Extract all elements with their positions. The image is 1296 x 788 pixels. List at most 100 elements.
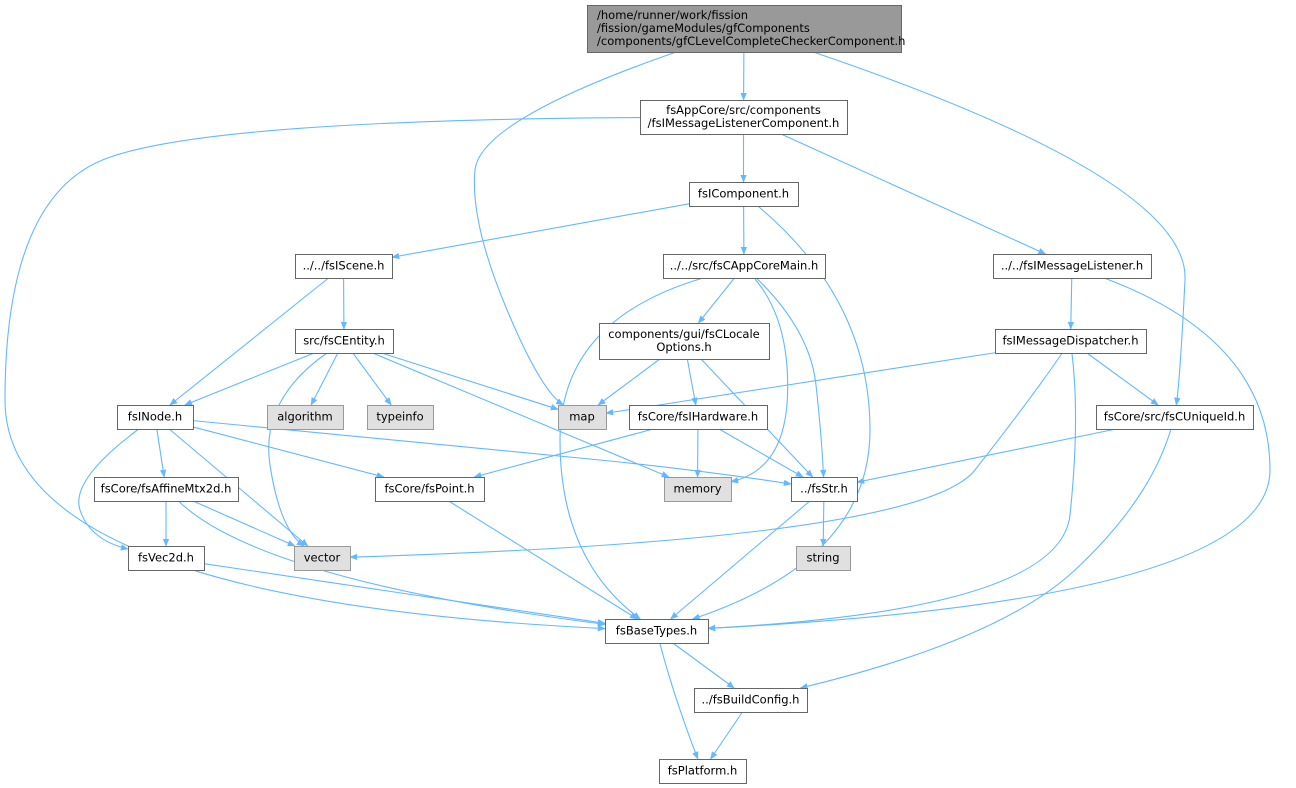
edge-msgDispatcher-to-vector — [349, 352, 1063, 561]
edge-localeOptions-to-iHardware — [686, 358, 698, 406]
edge-msgListener-to-msgDispatcher — [1067, 277, 1075, 330]
edge-iHardware-to-point — [473, 428, 654, 479]
edge-uniqueId-to-str — [856, 428, 1117, 484]
node-label-affineMtx-line-0: fsCore/fsAffineMtx2d.h — [101, 482, 232, 496]
edge-uniqueId-to-buildConfig — [799, 428, 1172, 690]
node-label-baseTypes-line-0: fsBaseTypes.h — [616, 624, 697, 638]
node-box-map — [558, 405, 607, 430]
node-box-iComponent — [689, 182, 799, 207]
node-box-affineMtx — [94, 477, 239, 502]
node-label-str-line-0: ../fsStr.h — [800, 482, 848, 496]
node-buildConfig[interactable]: ../fsBuildConfig.h — [694, 688, 808, 713]
edge-iHardware-to-str — [718, 428, 804, 478]
node-label-msgListener-line-0: ../../fsIMessageListener.h — [1001, 259, 1143, 273]
node-box-msgListenerComponent — [640, 100, 848, 135]
edge-iComponent-to-iScene — [391, 203, 690, 260]
node-box-localeOptions — [599, 323, 770, 360]
node-box-algorithm — [267, 405, 344, 430]
node-label-map-line-0: map — [569, 410, 595, 424]
node-affineMtx[interactable]: fsCore/fsAffineMtx2d.h — [94, 477, 239, 502]
node-appCoreMain[interactable]: ../../src/fsCAppCoreMain.h — [663, 254, 826, 279]
node-iHardware[interactable]: fsCore/fsIHardware.h — [629, 405, 768, 430]
node-label-iComponent-line-0: fsIComponent.h — [698, 187, 789, 201]
node-baseTypes[interactable]: fsBaseTypes.h — [605, 619, 709, 644]
edge-cEntity-to-typeinfo — [352, 352, 392, 406]
node-platform[interactable]: fsPlatform.h — [659, 759, 747, 784]
node-box-vec2d — [128, 546, 205, 571]
node-label-root-line-1: /fission/gameModules/gfComponents — [597, 21, 810, 35]
node-label-buildConfig-line-0: ../fsBuildConfig.h — [702, 693, 800, 707]
node-str[interactable]: ../fsStr.h — [791, 477, 858, 502]
edge-cEntity-to-iNode — [184, 352, 315, 406]
node-box-baseTypes — [605, 619, 709, 644]
edge-msgDispatcher-to-uniqueId — [1086, 352, 1159, 406]
node-label-msgListenerComponent-line-1: /fsIMessageListenerComponent.h — [648, 116, 840, 130]
edge-vec2d-to-baseTypes — [203, 563, 606, 626]
node-label-string-line-0: string — [806, 551, 839, 565]
edge-msgDispatcher-to-map — [605, 352, 996, 416]
edge-appCoreMain-to-memory — [730, 277, 789, 484]
node-cEntity[interactable]: src/fsCEntity.h — [295, 329, 394, 354]
edge-baseTypes-to-buildConfig — [672, 642, 735, 689]
edge-iNode-to-point — [192, 426, 385, 479]
edge-affineMtx-to-vector — [192, 500, 296, 547]
node-label-root-line-2: /components/gfCLevelCompleteCheckerCompo… — [597, 34, 905, 48]
node-msgListenerComponent[interactable]: fsAppCore/src/components/fsIMessageListe… — [640, 100, 848, 135]
edge-msgDispatcher-to-baseTypes — [707, 352, 1077, 632]
node-box-platform — [659, 759, 747, 784]
node-box-iNode — [117, 405, 194, 430]
node-typeinfo: typeinfo — [367, 405, 434, 430]
edges-layer — [4, 51, 1271, 760]
node-label-vector-line-0: vector — [304, 551, 341, 565]
node-label-root-line-0: /home/runner/work/fission — [597, 8, 748, 22]
node-label-uniqueId-line-0: fsCore/src/fsCUniqueId.h — [1104, 410, 1245, 424]
node-msgListener[interactable]: ../../fsIMessageListener.h — [993, 254, 1152, 279]
node-box-msgListener — [993, 254, 1152, 279]
edge-iNode-to-affineMtx — [156, 428, 167, 478]
node-point[interactable]: fsCore/fsPoint.h — [375, 477, 485, 502]
node-label-localeOptions-line-0: components/gui/fsCLocale — [608, 327, 760, 341]
edge-cEntity-to-algorithm — [310, 352, 339, 406]
node-label-memory-line-0: memory — [673, 482, 721, 496]
node-string: string — [796, 546, 851, 571]
node-label-point-line-0: fsCore/fsPoint.h — [384, 482, 474, 496]
edge-affineMtx-to-baseTypes — [178, 500, 606, 627]
edge-str-to-string — [820, 500, 827, 547]
node-label-msgListenerComponent-line-0: fsAppCore/src/components — [666, 103, 821, 117]
node-algorithm: algorithm — [267, 405, 344, 430]
edge-msgListenerComponent-to-baseTypes — [4, 117, 641, 632]
node-root[interactable]: /home/runner/work/fission/fission/gameMo… — [587, 5, 906, 53]
edge-baseTypes-to-platform — [659, 642, 699, 760]
node-msgDispatcher[interactable]: fsIMessageDispatcher.h — [995, 329, 1147, 354]
node-box-memory — [664, 477, 732, 502]
node-box-iHardware — [629, 405, 768, 430]
node-box-cEntity — [295, 329, 394, 354]
node-label-localeOptions-line-1: Options.h — [656, 340, 711, 354]
node-box-msgDispatcher — [995, 329, 1147, 354]
edge-localeOptions-to-map — [597, 358, 661, 406]
node-box-root — [587, 5, 902, 53]
node-label-msgDispatcher-line-0: fsIMessageDispatcher.h — [1002, 334, 1138, 348]
node-label-typeinfo-line-0: typeinfo — [376, 410, 423, 424]
node-vector: vector — [294, 546, 351, 571]
node-label-platform-line-0: fsPlatform.h — [668, 764, 737, 778]
node-label-appCoreMain-line-0: ../../src/fsCAppCoreMain.h — [670, 259, 819, 273]
node-iComponent[interactable]: fsIComponent.h — [689, 182, 799, 207]
edge-root-to-map — [473, 51, 677, 406]
node-vec2d[interactable]: fsVec2d.h — [128, 546, 205, 571]
node-label-iScene-line-0: ../../fsIScene.h — [303, 259, 385, 273]
edge-root-to-uniqueId — [813, 51, 1186, 406]
edge-str-to-baseTypes — [670, 500, 811, 620]
node-iNode[interactable]: fsINode.h — [117, 405, 194, 430]
node-box-typeinfo — [367, 405, 434, 430]
node-box-point — [375, 477, 485, 502]
node-box-uniqueId — [1096, 405, 1254, 430]
node-box-str — [791, 477, 858, 502]
edge-point-to-baseTypes — [448, 500, 638, 620]
node-iScene[interactable]: ../../fsIScene.h — [295, 254, 393, 279]
node-box-vector — [294, 546, 351, 571]
node-uniqueId[interactable]: fsCore/src/fsCUniqueId.h — [1096, 405, 1254, 430]
edge-msgListener-to-baseTypes — [707, 277, 1271, 632]
